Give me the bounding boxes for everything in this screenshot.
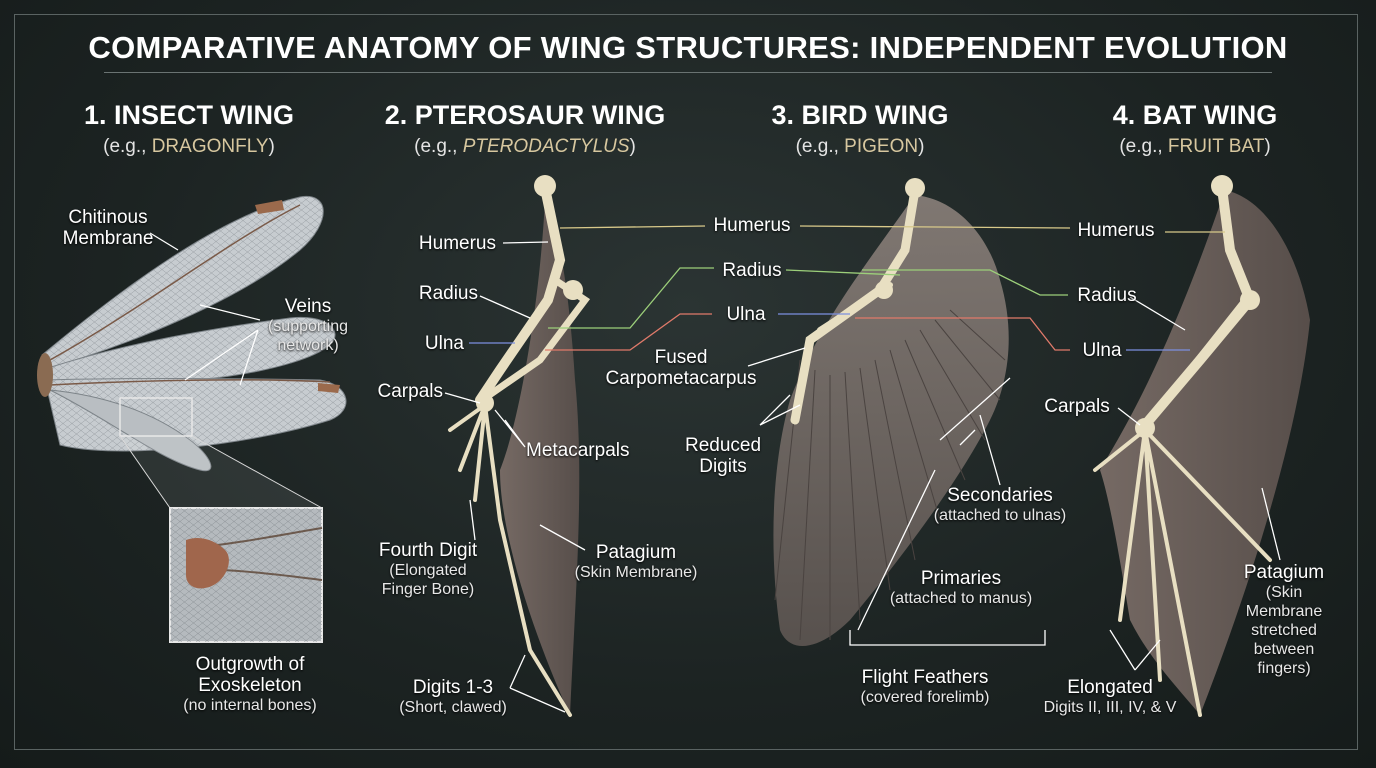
pterosaur-section-subtitle: (e.g., PTERODACTYLUS) [414, 136, 636, 157]
label-veins: Veins (supporting network) [267, 296, 349, 354]
bird-label-secondaries: Secondaries (attached to ulnas) [933, 485, 1067, 524]
bat-wing-illustration [1093, 175, 1310, 717]
bird-label-primaries: Primaries (attached to manus) [889, 568, 1033, 607]
pterosaur-label-digits: Digits 1-3 (Short, clawed) [399, 677, 507, 716]
pterosaur-section-title: 2. PTEROSAUR WING [384, 100, 666, 130]
title-rule [104, 72, 1272, 73]
leader-lines [149, 225, 1281, 713]
bird-label-ulna: Ulna [726, 304, 766, 325]
pterosaur-label-carpals: Carpals [377, 381, 443, 402]
bat-label-patagium: Patagium (Skin Membrane stretched betwee… [1243, 562, 1325, 677]
pterosaur-wing-illustration [448, 175, 591, 717]
bird-label-humerus: Humerus [713, 215, 791, 236]
bird-label-radius: Radius [722, 260, 782, 281]
insect-wing-illustration [37, 195, 347, 643]
pterosaur-label-fourth-digit: Fourth Digit (Elongated Finger Bone) [378, 540, 478, 598]
insect-section-title: 1. INSECT WING [83, 100, 294, 130]
outer-frame [14, 14, 1358, 750]
bat-label-carpals: Carpals [1044, 396, 1110, 417]
pterosaur-label-metacarpals: Metacarpals [526, 440, 630, 461]
page-title: COMPARATIVE ANATOMY OF WING STRUCTURES: … [88, 30, 1288, 65]
bat-section-title: 4. BAT WING [1112, 100, 1278, 130]
bat-section-subtitle: (e.g., FRUIT BAT) [1119, 136, 1271, 157]
pterosaur-label-ulna: Ulna [424, 333, 464, 354]
bird-section-subtitle: (e.g., PIGEON) [795, 136, 925, 157]
bat-label-radius: Radius [1077, 285, 1137, 306]
pterosaur-label-radius: Radius [418, 283, 478, 304]
pterosaur-label-humerus: Humerus [418, 233, 496, 254]
bird-label-flight-feathers: Flight Feathers (covered forelimb) [860, 667, 990, 706]
insect-section-subtitle: (e.g., DRAGONFLY) [103, 136, 275, 157]
label-outgrowth-exoskeleton: Outgrowth of Exoskeleton (no internal bo… [183, 654, 317, 714]
bird-section-title: 3. BIRD WING [771, 100, 949, 130]
bat-label-elongated-digits: Elongated Digits II, III, IV, & V [1043, 677, 1177, 716]
bat-label-ulna: Ulna [1082, 340, 1122, 361]
bat-label-humerus: Humerus [1077, 220, 1155, 241]
pterosaur-label-patagium: Patagium (Skin Membrane) [574, 542, 698, 581]
